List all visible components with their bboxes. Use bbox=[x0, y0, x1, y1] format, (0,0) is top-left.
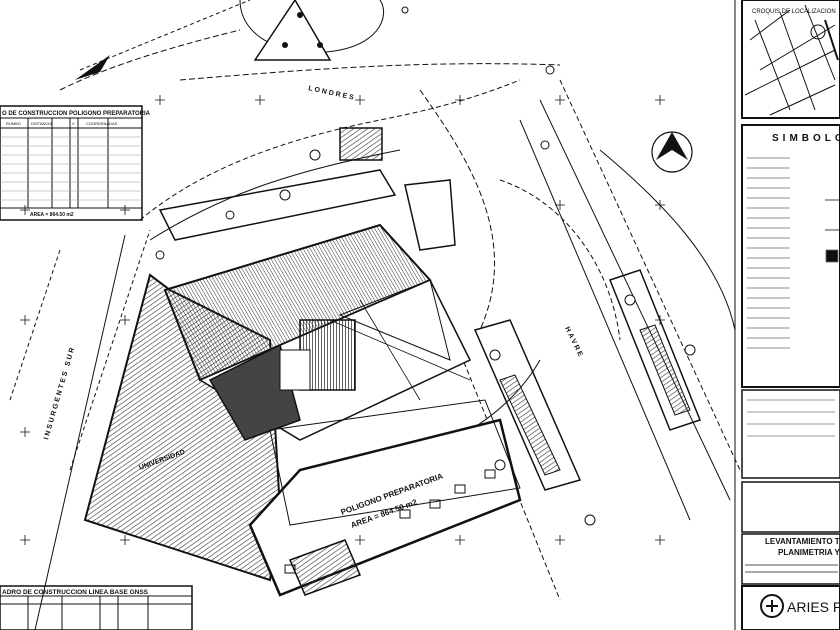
right-panels bbox=[734, 0, 840, 630]
street-label-insurgentes: INSURGENTES SUR bbox=[43, 345, 77, 440]
preparatoria-hatched-block bbox=[288, 539, 362, 596]
location-sketch bbox=[744, 4, 839, 116]
company-logo-icon bbox=[760, 594, 784, 618]
median-island bbox=[609, 269, 701, 431]
construction-table-header: RUMBO bbox=[6, 121, 21, 126]
baseline-table bbox=[0, 585, 193, 630]
window-mark bbox=[454, 484, 466, 494]
tree-icon bbox=[297, 12, 303, 18]
building-dark-block bbox=[208, 343, 301, 441]
building-room bbox=[279, 349, 311, 391]
location-panel-title: CROQUIS DE LOCALIZACION bbox=[752, 9, 836, 15]
baseline-table-title: ADRO DE CONSTRUCCION LINEA BASE GNSS bbox=[2, 589, 149, 596]
construction-table-header: V bbox=[72, 121, 75, 126]
window-mark bbox=[284, 564, 296, 574]
poligono-inner-boundary bbox=[269, 399, 521, 526]
window-mark bbox=[484, 469, 496, 479]
sidewalk-strip bbox=[158, 169, 397, 241]
notes-lines bbox=[747, 399, 835, 437]
building-cross-line bbox=[338, 279, 451, 361]
tree-icon bbox=[282, 42, 288, 48]
window-mark bbox=[399, 509, 411, 519]
hatched-structure bbox=[339, 127, 383, 161]
title-block-line2: PLANIMETRIA Y AL bbox=[778, 548, 840, 557]
median-island bbox=[473, 319, 582, 491]
street-label-havre: HAVRE bbox=[563, 326, 584, 360]
symbology-title: SIMBOLO bbox=[772, 133, 840, 144]
roundabout-monument bbox=[253, 0, 332, 61]
median-hatched bbox=[639, 324, 691, 416]
company-logo-icon bbox=[766, 600, 778, 612]
tree-markers bbox=[155, 6, 696, 526]
construction-table bbox=[0, 105, 143, 221]
street-label-londres: LONDRES bbox=[308, 85, 357, 102]
construction-table-header: DISTANCIA bbox=[31, 121, 52, 126]
grid-crosses bbox=[20, 95, 665, 545]
construction-table-title: O DE CONSTRUCCION POLIGONO PREPARATORIA bbox=[2, 111, 151, 117]
median-hatched bbox=[499, 374, 561, 476]
title-block-line1: LEVANTAMIENTO TOPO bbox=[765, 537, 840, 546]
tree-icon bbox=[317, 42, 323, 48]
symbology-rows bbox=[747, 157, 840, 349]
sidewalk-strip bbox=[404, 179, 456, 251]
company-name: ARIES PR bbox=[787, 599, 840, 615]
construction-table-header: COORDENADAS bbox=[86, 121, 118, 126]
direction-arrow-icon bbox=[75, 55, 110, 80]
north-arrow-icon bbox=[656, 132, 688, 160]
window-mark bbox=[429, 499, 441, 509]
construction-table-area: AREA = 864.50 m2 bbox=[30, 212, 74, 218]
